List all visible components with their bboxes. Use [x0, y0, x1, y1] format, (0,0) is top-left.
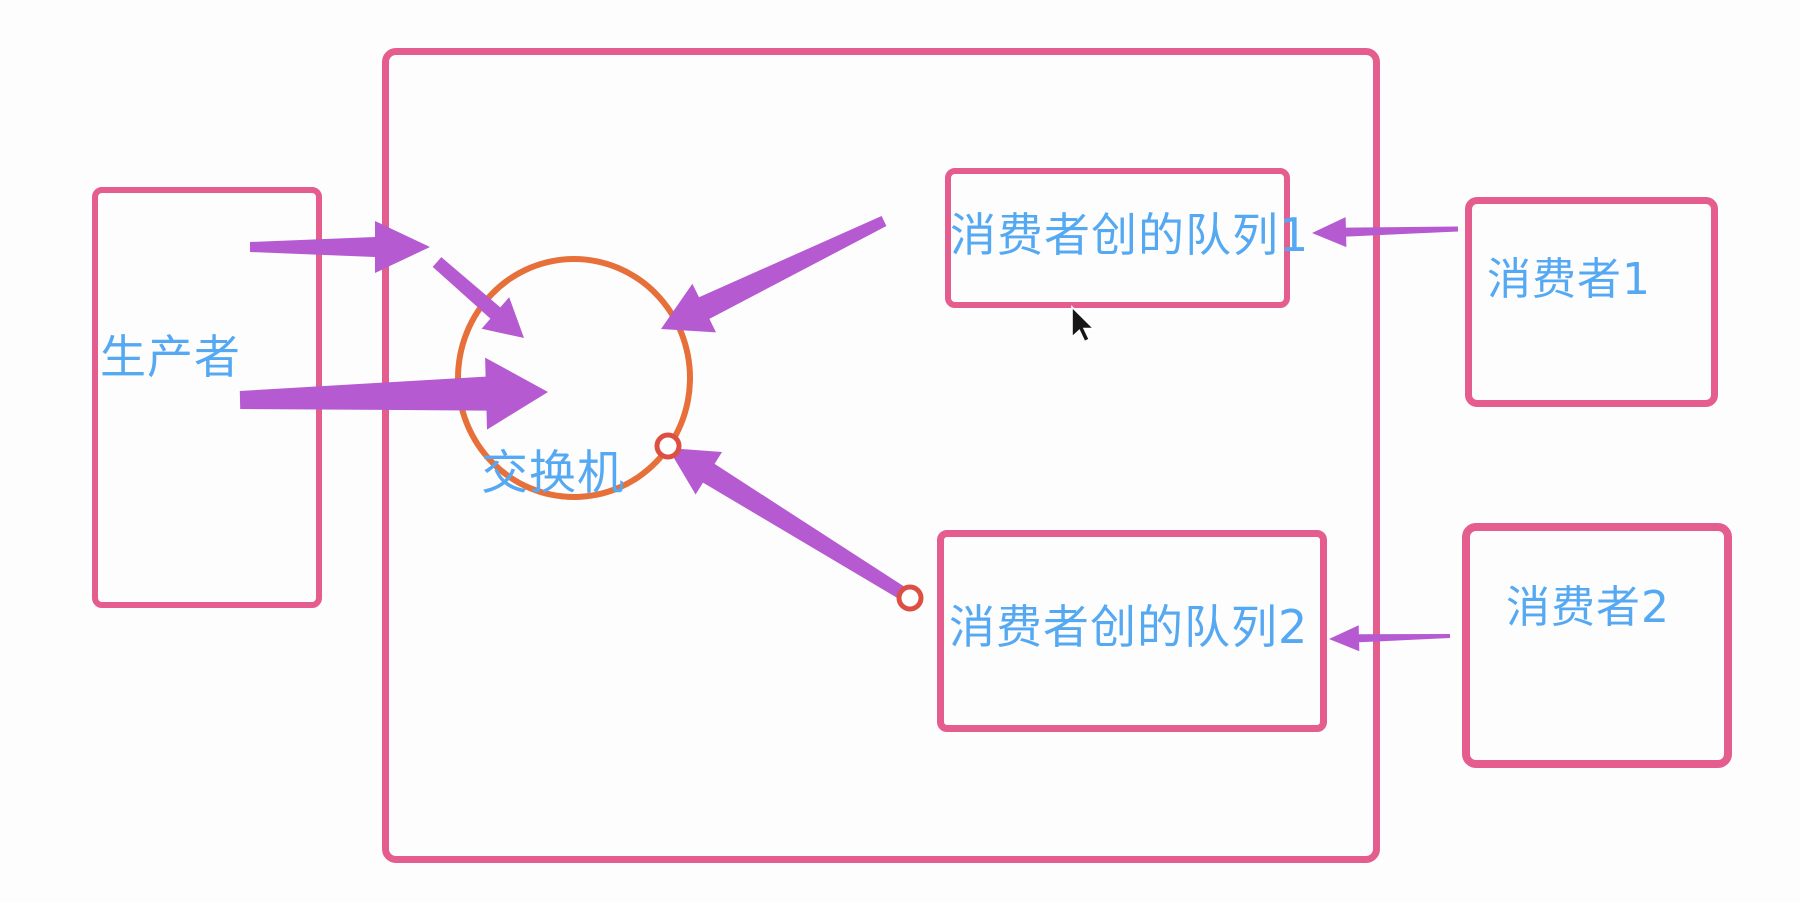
consumer2-box[interactable] — [1462, 523, 1732, 768]
queue2-label: 消费者创的队列2 — [949, 600, 1309, 654]
consumer1-box[interactable] — [1465, 197, 1718, 407]
consumer1-label: 消费者1 — [1487, 254, 1651, 305]
producer-box[interactable] — [92, 187, 322, 608]
exchange-label: 交换机 — [481, 446, 625, 501]
producer-label: 生产者 — [100, 330, 241, 384]
consumer2-label: 消费者2 — [1506, 582, 1670, 633]
queue1-box[interactable] — [945, 168, 1290, 308]
queue1-label: 消费者创的队列1 — [950, 208, 1310, 262]
queue2-box[interactable] — [937, 530, 1327, 732]
broker-container-box[interactable] — [382, 48, 1380, 863]
